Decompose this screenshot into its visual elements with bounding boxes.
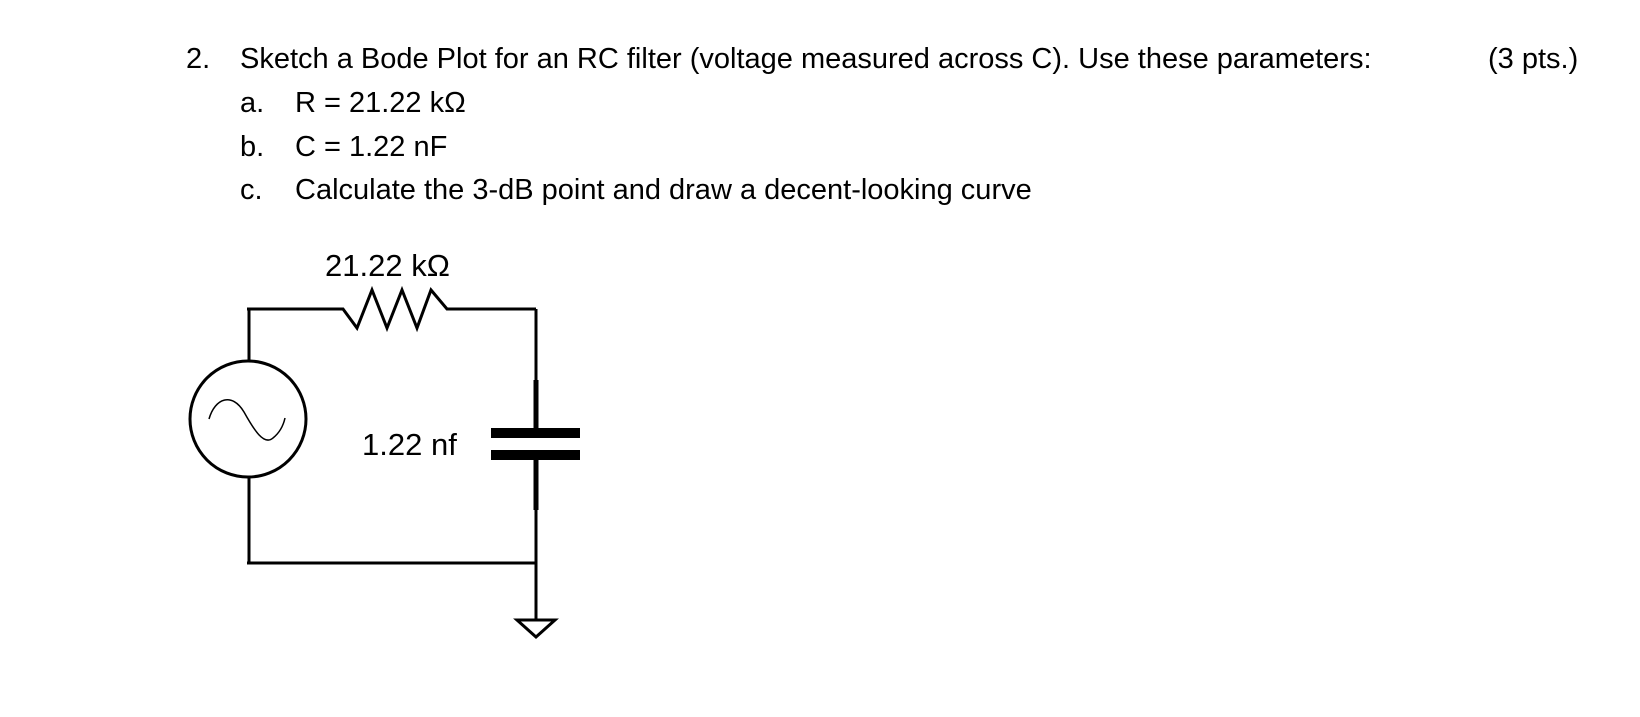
ground-icon bbox=[513, 618, 559, 640]
item-a-text: R = 21.22 kΩ bbox=[295, 87, 466, 119]
question-points: (3 pts.) bbox=[1488, 43, 1579, 75]
resistor-wire bbox=[247, 285, 536, 333]
capacitor-label: 1.22 nf bbox=[362, 427, 457, 462]
question-number: 2. bbox=[186, 43, 211, 75]
item-b-marker: b. bbox=[240, 131, 265, 163]
item-b-text: C = 1.22 nF bbox=[295, 131, 448, 163]
capacitor-symbol bbox=[491, 380, 580, 510]
item-a-marker: a. bbox=[240, 87, 265, 119]
item-c-text: Calculate the 3-dB point and draw a dece… bbox=[295, 174, 1032, 206]
resistor-label: 21.22 kΩ bbox=[325, 248, 450, 283]
question-prompt: Sketch a Bode Plot for an RC filter (vol… bbox=[240, 43, 1372, 75]
ac-voltage-source-icon bbox=[188, 359, 308, 479]
item-c-marker: c. bbox=[240, 174, 263, 206]
